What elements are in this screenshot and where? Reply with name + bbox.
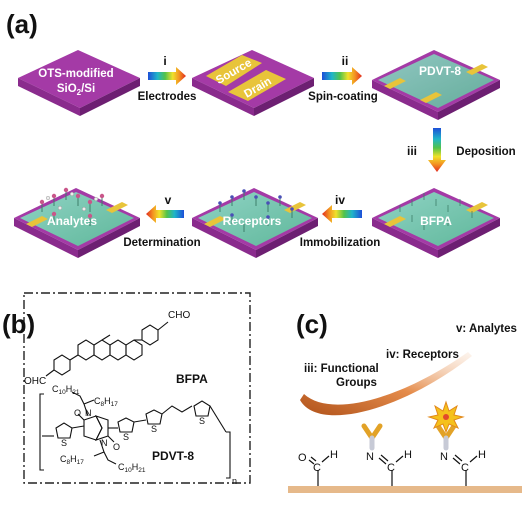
step-arrow-iii: iii Deposition [407,128,516,172]
stage-functional-line1: iii: Functional [304,363,379,375]
pdvt-chip-label: PDVT-8 [419,64,461,78]
panel-b-label: (b) [2,309,35,339]
substrate-label-line2: SiO2/Si [57,83,95,97]
stage-analytes: v: Analytes [456,323,517,335]
progress-curve [300,352,472,416]
chip-analytes: Analytes [14,187,140,258]
receptor-y-icon [361,423,383,451]
step-iii-number: iii [407,144,417,158]
pdvt-o-top: O [74,408,81,418]
bfpa-cho-label: CHO [168,310,190,321]
chip-bfpa: BFPA [372,188,500,258]
substrate-label-line1: OTS-modified [38,68,113,80]
bfpa-ohc-label: OHC [24,376,46,387]
receptor-h: H [404,449,412,461]
receptor-n: N [366,451,374,463]
step-v-number: v [165,193,172,207]
pdvt-o-bottom: O [113,442,120,452]
aldehyde-group [308,455,330,486]
step-ii-number: ii [342,54,349,68]
step-iv-number: iv [335,193,345,207]
c8h17-top: C8H17 [94,396,118,408]
panel-b: (b) CHO OHC BFPA [2,292,251,486]
bfpa-name: BFPA [176,372,208,386]
step-iii-label: Deposition [456,146,515,158]
receptor-c: C [387,462,395,474]
pdvt-name: PDVT-8 [152,449,194,463]
step-i-number: i [163,54,166,68]
pdvt-repeat-n: n [232,476,237,486]
step-arrow-v: v Determination [123,193,200,249]
analyte-group [452,454,478,486]
pdvt-n-bottom: N [101,438,108,448]
panel-c-label: (c) [296,309,328,339]
aldehyde-h: H [330,449,338,461]
panel-c: (c) iii: Functional Groups iv: Receptors… [288,309,522,493]
pdvt-structure [39,391,231,479]
stage-receptors: iv: Receptors [386,349,459,361]
bfpa-structure [45,321,169,377]
chip-receptors: Receptors [192,188,318,258]
receptors-chip-label: Receptors [223,214,282,228]
analyte-receptor-icon [435,423,457,451]
step-arrow-i: i Electrodes [138,54,197,103]
analyte-n: N [440,451,448,463]
chip-electrodes: Source Drain [192,50,314,116]
pdvt-s3: S [151,424,157,434]
bfpa-chip-label: BFPA [420,214,452,228]
step-arrow-ii: ii Spin-coating [308,54,378,103]
stage-functional-line2: Groups [336,377,377,389]
pdvt-s2: S [123,432,129,442]
step-ii-label: Spin-coating [308,91,378,103]
step-i-label: Electrodes [138,91,197,103]
analyte-c: C [461,462,469,474]
aldehyde-c: C [313,462,321,474]
pdvt-n-top: N [85,408,92,418]
c8h17-bottom: C8H17 [60,454,84,466]
c10h21-top: C10H21 [52,384,80,396]
panel-a-label: (a) [6,9,38,39]
step-arrow-iv: iv Immobilization [300,193,381,249]
aldehyde-o: O [298,452,307,464]
c10h21-bottom: C10H21 [118,462,146,474]
surface-baseline [288,486,522,493]
chip-substrate: OTS-modified SiO2/Si [18,50,140,116]
analyte-h: H [478,449,486,461]
pdvt-s4: S [199,416,205,426]
analytes-chip-label: Analytes [47,214,97,228]
chip-pdvt: PDVT-8 [372,50,500,120]
pdvt-s1: S [61,438,67,448]
step-iv-label: Immobilization [300,237,381,249]
step-v-label: Determination [123,237,200,249]
